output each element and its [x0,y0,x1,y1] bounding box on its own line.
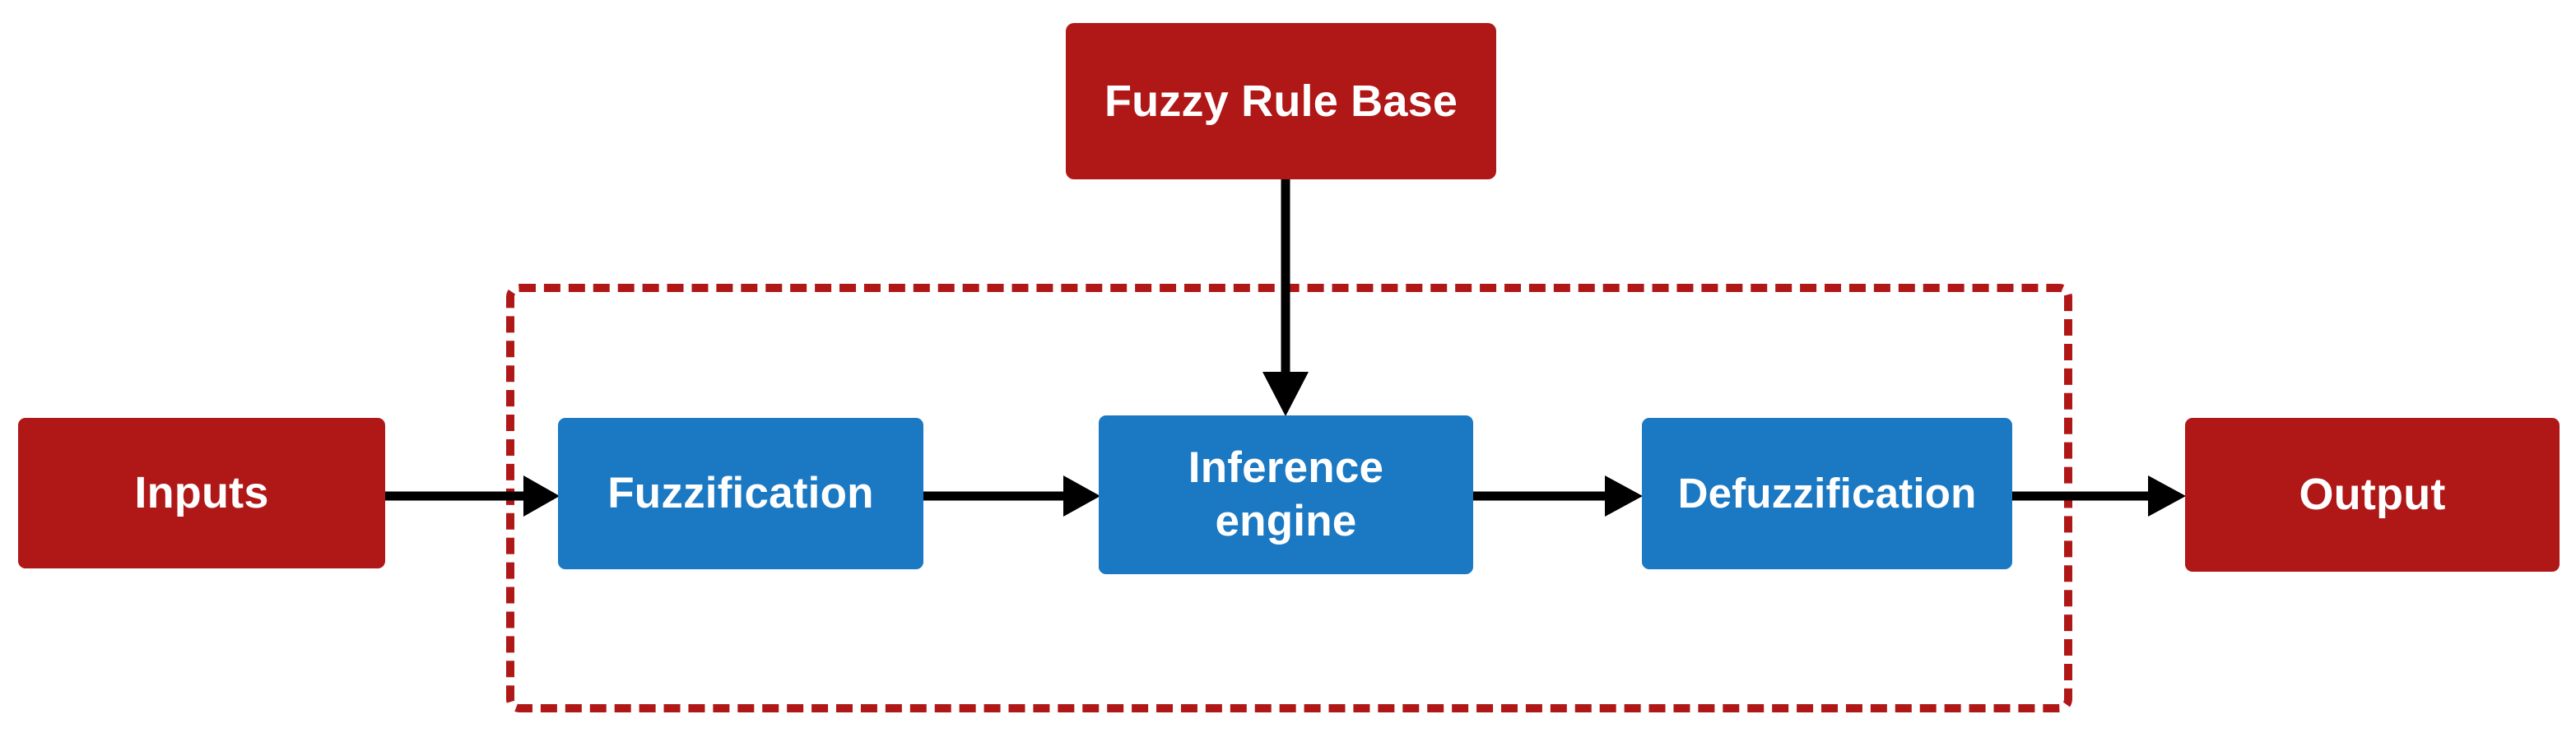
arrow-inputs-to-fuzzification [385,475,560,517]
arrow-inference-to-defuzzification [1473,475,1643,517]
arrow-rule-base-to-inference [1262,179,1309,416]
node-inputs-label: Inputs [134,468,269,518]
node-inference-engine-label: Inference engine [1099,442,1473,548]
node-inputs[interactable]: Inputs [18,418,385,568]
node-inference-engine-label-line1: Inference [1188,443,1384,492]
node-fuzzy-rule-base-label: Fuzzy Rule Base [1104,76,1458,126]
node-defuzzification-label: Defuzzification [1677,470,1977,517]
arrow-fuzzification-to-inference [923,475,1100,517]
node-output-label: Output [2299,470,2446,520]
node-inference-engine-label-line2: engine [1215,496,1357,545]
node-inference-engine[interactable]: Inference engine [1099,415,1473,574]
node-fuzzification-label: Fuzzification [607,469,874,518]
node-defuzzification[interactable]: Defuzzification [1642,418,2012,569]
arrow-defuzzification-to-output [2012,475,2186,517]
node-fuzzy-rule-base[interactable]: Fuzzy Rule Base [1066,23,1496,179]
node-fuzzification[interactable]: Fuzzification [558,418,923,569]
node-output[interactable]: Output [2185,418,2560,572]
